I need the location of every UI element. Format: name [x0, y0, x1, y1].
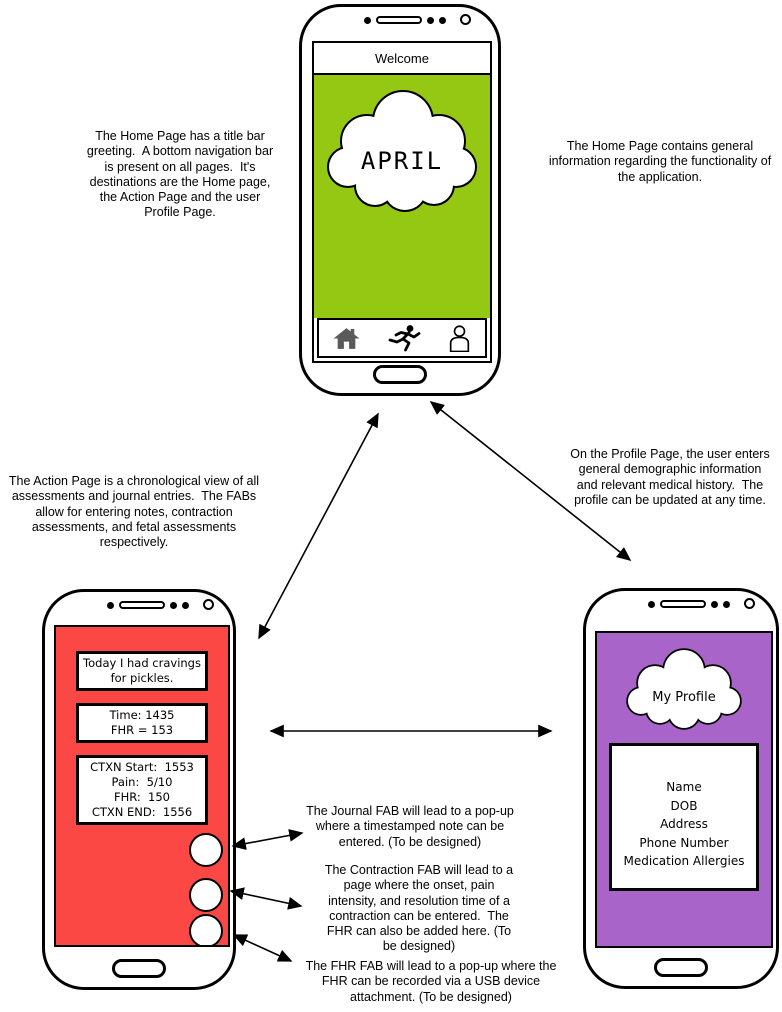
april-cloud-label: APRIL	[361, 147, 443, 175]
bottom-navigation-bar	[317, 318, 487, 358]
running-person-icon[interactable]	[387, 324, 421, 352]
camera-dot-icon	[648, 600, 655, 608]
profile-screen: My Profile Name DOB Address Phone Number…	[595, 631, 773, 948]
annotation-home-right: The Home Page contains general informati…	[548, 139, 772, 184]
annotation-contraction-fab: The Contraction FAB will lead to a page …	[324, 863, 514, 954]
front-camera-icon	[744, 598, 755, 609]
home-button[interactable]	[373, 365, 427, 384]
annotation-journal-fab: The Journal FAB will lead to a pop-up wh…	[306, 804, 514, 849]
home-icon[interactable]	[333, 327, 360, 350]
speaker-icon	[660, 600, 706, 608]
sensor-dot-icon	[723, 600, 730, 608]
annotation-action-page: The Action Page is a chronological view …	[8, 474, 260, 549]
action-screen: Today I had cravings for pickles. Time: …	[54, 625, 230, 947]
home-screen: Welcome APRIL	[312, 41, 492, 363]
my-profile-cloud: My Profile	[622, 645, 746, 731]
home-title-text: Welcome	[375, 50, 429, 66]
home-page-body: APRIL	[314, 75, 490, 318]
profile-phone: My Profile Name DOB Address Phone Number…	[583, 588, 779, 989]
annotation-home-left: The Home Page has a title bar greeting. …	[86, 129, 274, 220]
arrow-fhr-fab-note	[232, 934, 293, 962]
action-phone: Today I had cravings for pickles. Time: …	[42, 589, 236, 990]
home-phone: Welcome APRIL	[299, 4, 501, 396]
annotation-profile-page: On the Profile Page, the user enters gen…	[570, 447, 770, 507]
sensor-dot-icon	[182, 601, 189, 609]
my-profile-cloud-label: My Profile	[652, 690, 715, 705]
contraction-fab[interactable]	[189, 878, 223, 912]
phone-top-details	[107, 600, 189, 610]
journal-entry-card: Today I had cravings for pickles.	[76, 651, 208, 691]
profile-fields-box: Name DOB Address Phone Number Medication…	[609, 743, 759, 891]
sensor-dot-icon	[711, 600, 718, 608]
home-button[interactable]	[112, 959, 166, 978]
journal-fab[interactable]	[189, 833, 223, 867]
sensor-dot-icon	[439, 16, 446, 24]
front-camera-icon	[460, 14, 471, 25]
april-cloud: APRIL	[327, 87, 477, 215]
annotation-fhr-fab: The FHR FAB will lead to a pop-up where …	[305, 959, 557, 1004]
sensor-dot-icon	[170, 601, 177, 609]
person-icon[interactable]	[448, 324, 471, 352]
home-button[interactable]	[654, 958, 708, 977]
home-title-bar: Welcome	[314, 43, 490, 75]
fetal-assessment-card: Time: 1435 FHR = 153	[76, 703, 208, 743]
fhr-fab[interactable]	[189, 914, 223, 945]
arrow-home-action	[258, 412, 379, 640]
phone-top-details	[364, 15, 446, 25]
camera-dot-icon	[107, 601, 114, 609]
speaker-icon	[376, 16, 422, 24]
front-camera-icon	[203, 599, 214, 610]
arrow-contraction-fab-note	[229, 887, 303, 910]
camera-dot-icon	[364, 16, 371, 24]
sensor-dot-icon	[427, 16, 434, 24]
speaker-icon	[119, 601, 165, 609]
contraction-assessment-card: CTXN Start: 1553 Pain: 5/10 FHR: 150 CTX…	[76, 755, 208, 825]
phone-top-details	[648, 599, 730, 609]
